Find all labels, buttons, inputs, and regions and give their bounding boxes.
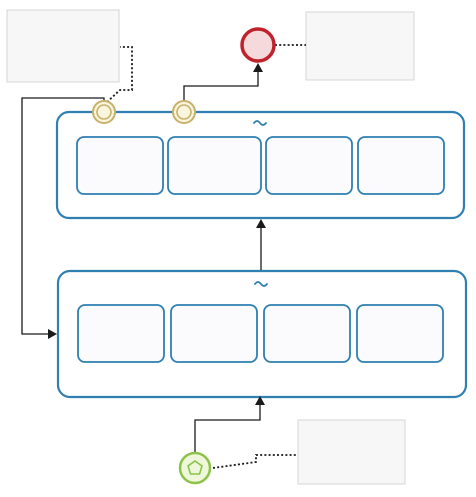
flow-to-end[interactable] bbox=[183, 68, 259, 100]
upper-task-3[interactable] bbox=[265, 136, 353, 195]
association-boundary-to-note bbox=[106, 46, 133, 103]
ad-hoc-tilde-icon bbox=[253, 120, 267, 126]
flow-start-to-lower[interactable] bbox=[194, 400, 261, 455]
lower-task-4[interactable] bbox=[356, 304, 444, 363]
boundary-event-1[interactable] bbox=[92, 100, 116, 124]
upper-task-4[interactable] bbox=[357, 136, 445, 195]
upper-task-2[interactable] bbox=[167, 136, 262, 195]
lower-task-2[interactable] bbox=[170, 304, 258, 363]
annotation-top-right[interactable] bbox=[305, 11, 415, 81]
pentagon-icon bbox=[187, 460, 203, 475]
arrowhead bbox=[253, 63, 263, 72]
arrowhead bbox=[48, 329, 57, 339]
subprocess-lower[interactable] bbox=[56, 269, 468, 399]
arrowhead bbox=[255, 396, 265, 405]
annotation-bottom-right[interactable] bbox=[297, 419, 406, 485]
end-event[interactable] bbox=[240, 27, 276, 63]
association-start-to-note bbox=[212, 454, 298, 469]
boundary-event-2[interactable] bbox=[172, 100, 196, 124]
lower-task-3[interactable] bbox=[263, 304, 351, 363]
arrowhead bbox=[256, 219, 266, 228]
annotation-top-left[interactable] bbox=[6, 9, 120, 83]
thick-circle-icon bbox=[240, 27, 276, 63]
double-circle-icon bbox=[176, 104, 192, 120]
lower-task-1[interactable] bbox=[77, 304, 165, 363]
double-circle-icon bbox=[96, 104, 112, 120]
ad-hoc-tilde-icon bbox=[254, 281, 268, 287]
upper-task-1[interactable] bbox=[76, 136, 164, 195]
start-event[interactable] bbox=[178, 451, 212, 485]
